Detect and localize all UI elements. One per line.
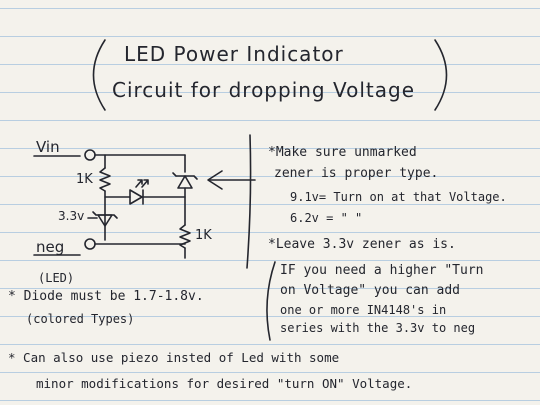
if-note-2: on Voltage" you can add xyxy=(280,283,461,298)
resistor-top-label: 1K xyxy=(76,172,93,187)
neg-label: neg xyxy=(36,238,65,256)
if-note-3: one or more IN4148's in xyxy=(280,303,447,317)
resistor-top xyxy=(99,167,111,192)
led-light-arrows xyxy=(135,179,149,188)
zener-note-1: *Make sure unmarked xyxy=(268,145,417,160)
zener-9v-note: 9.1v= Turn on at that Voltage. xyxy=(290,190,507,204)
pointer-arrow-head xyxy=(207,170,223,190)
leave-note: *Leave 3.3v zener as is. xyxy=(268,237,456,252)
vin-label: Vin xyxy=(36,138,60,156)
title-bracket-right xyxy=(434,39,448,111)
diode-note-1: * Diode must be 1.7-1.8v. xyxy=(8,289,204,304)
diode-note-2: (colored Types) xyxy=(26,312,135,326)
piezo-note-1: * Can also use piezo insted of Led with … xyxy=(8,350,340,365)
zener-label: 3.3v xyxy=(58,209,85,223)
if-note-bracket xyxy=(266,261,276,341)
led-label: (LED) xyxy=(38,271,75,285)
neg-terminal xyxy=(84,238,96,250)
zener-6v-note: 6.2v = " " xyxy=(290,211,363,225)
title-line-2: Circuit for dropping Voltage xyxy=(112,78,415,102)
piezo-note-2: minor modifications for desired "turn ON… xyxy=(36,376,413,391)
if-note-4: series with the 3.3v to neg xyxy=(280,321,476,335)
zener-right-body xyxy=(177,175,193,189)
resistor-right-label: 1K xyxy=(195,228,212,243)
title-bracket-left xyxy=(92,39,106,111)
zener-note-2: zener is proper type. xyxy=(274,166,439,181)
vin-terminal xyxy=(84,149,96,161)
zener-left-bar xyxy=(92,211,118,219)
resistor-right xyxy=(179,224,191,249)
title-line-1: LED Power Indicator xyxy=(124,42,344,66)
if-note-1: IF you need a higher "Turn xyxy=(280,263,484,278)
zener-right-bar xyxy=(172,172,198,180)
separator-line xyxy=(246,134,252,269)
led-body xyxy=(129,189,143,205)
